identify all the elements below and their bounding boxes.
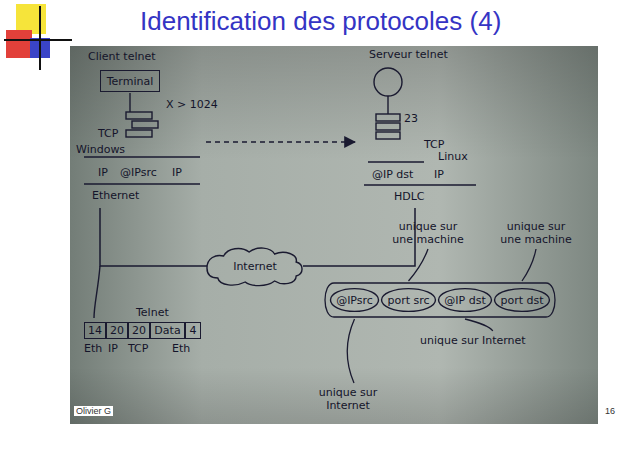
grouping-loop	[325, 283, 555, 317]
node-text: Data	[154, 324, 180, 337]
ellipse-shape	[382, 289, 436, 312]
node-text: port src	[387, 294, 429, 307]
socket-field: @IPsrc	[330, 288, 379, 312]
layer-separator	[84, 183, 200, 184]
cloud-shape	[207, 248, 302, 286]
layer-separator	[364, 184, 476, 185]
socket-buffer	[126, 112, 152, 119]
deco-line	[39, 6, 41, 70]
internet-cloud: Internet	[206, 246, 304, 286]
socket-buffer	[126, 130, 152, 137]
node-text: 14	[88, 324, 102, 337]
connector	[100, 208, 207, 266]
terminal-box: Terminal	[100, 70, 160, 92]
annotation: TCP	[128, 342, 148, 355]
ellipse-shape	[495, 289, 550, 312]
footer-text: Olivier G	[74, 406, 113, 416]
annotation: unique sur Internet	[420, 334, 526, 347]
node-text: 20	[110, 324, 124, 337]
annotation: Ethernet	[92, 189, 139, 202]
annotation: Telnet	[136, 306, 169, 319]
annotation: IP	[172, 166, 182, 179]
leader-line	[465, 319, 493, 331]
annotation: TCP	[424, 138, 444, 151]
node-text: 20	[132, 324, 146, 337]
server-process	[374, 68, 402, 96]
annotation: IP	[98, 166, 108, 179]
annotation: @IP dst	[372, 168, 413, 181]
deco-line	[4, 39, 72, 41]
annotation: Eth	[84, 342, 102, 355]
annotation: TCP	[98, 127, 118, 140]
ellipse-shape	[439, 289, 492, 312]
layer-separator	[368, 161, 424, 162]
annotation: IP	[434, 168, 444, 181]
deco-square	[6, 30, 32, 58]
deco-square	[16, 4, 46, 34]
node-text: @IPsrc	[336, 294, 373, 307]
slide-title: Identification des protocoles (4)	[140, 6, 501, 37]
socket-field: port dst	[494, 288, 550, 312]
annotation: Windows	[76, 143, 125, 156]
annotation: unique sur Internet	[312, 386, 384, 412]
node-text: port dst	[500, 294, 543, 307]
client-host: Client telnetTerminal	[74, 50, 206, 208]
node-text: Internet	[233, 260, 277, 273]
packet-field: 4	[185, 322, 201, 339]
leader-line	[347, 319, 354, 383]
socket-buffer	[376, 114, 400, 121]
node-text: Client telnet	[88, 50, 156, 63]
socket-buffer	[376, 132, 400, 139]
server-host: Serveur telnet	[355, 48, 483, 208]
annotation: @IPsrc	[120, 166, 157, 179]
whiteboard-photo	[70, 46, 598, 424]
annotation: 23	[404, 112, 418, 125]
annotation: IP	[108, 342, 118, 355]
node-text: Serveur telnet	[369, 48, 448, 61]
socket-buffer	[376, 123, 400, 130]
packet-field: Data	[150, 322, 185, 339]
connector	[206, 141, 355, 143]
wire	[387, 96, 388, 114]
node-text: Terminal	[107, 75, 154, 88]
annotation: unique sur une machine	[500, 220, 572, 246]
annotation: HDLC	[394, 190, 425, 203]
leader-line	[94, 266, 100, 318]
leader-line	[409, 249, 429, 281]
node-text: @IP dst	[444, 294, 485, 307]
socket-field: @IP dst	[438, 288, 492, 312]
wire	[129, 93, 130, 112]
layer-separator	[84, 156, 200, 157]
annotation: Linux	[438, 150, 468, 163]
socket-buffer	[132, 121, 158, 128]
socket-field: port src	[381, 288, 436, 312]
whiteboard-shade	[70, 46, 598, 424]
leader-line	[522, 249, 536, 281]
packet-field: 14	[84, 322, 106, 339]
footer-text: 16	[603, 406, 617, 416]
node-text: 4	[190, 324, 197, 337]
annotation: Eth	[172, 342, 190, 355]
ellipse-shape	[330, 289, 378, 312]
annotation: X > 1024	[166, 98, 218, 111]
annotation: unique sur une machine	[392, 220, 464, 246]
packet-field: 20	[128, 322, 150, 339]
packet-field: 20	[106, 322, 128, 339]
